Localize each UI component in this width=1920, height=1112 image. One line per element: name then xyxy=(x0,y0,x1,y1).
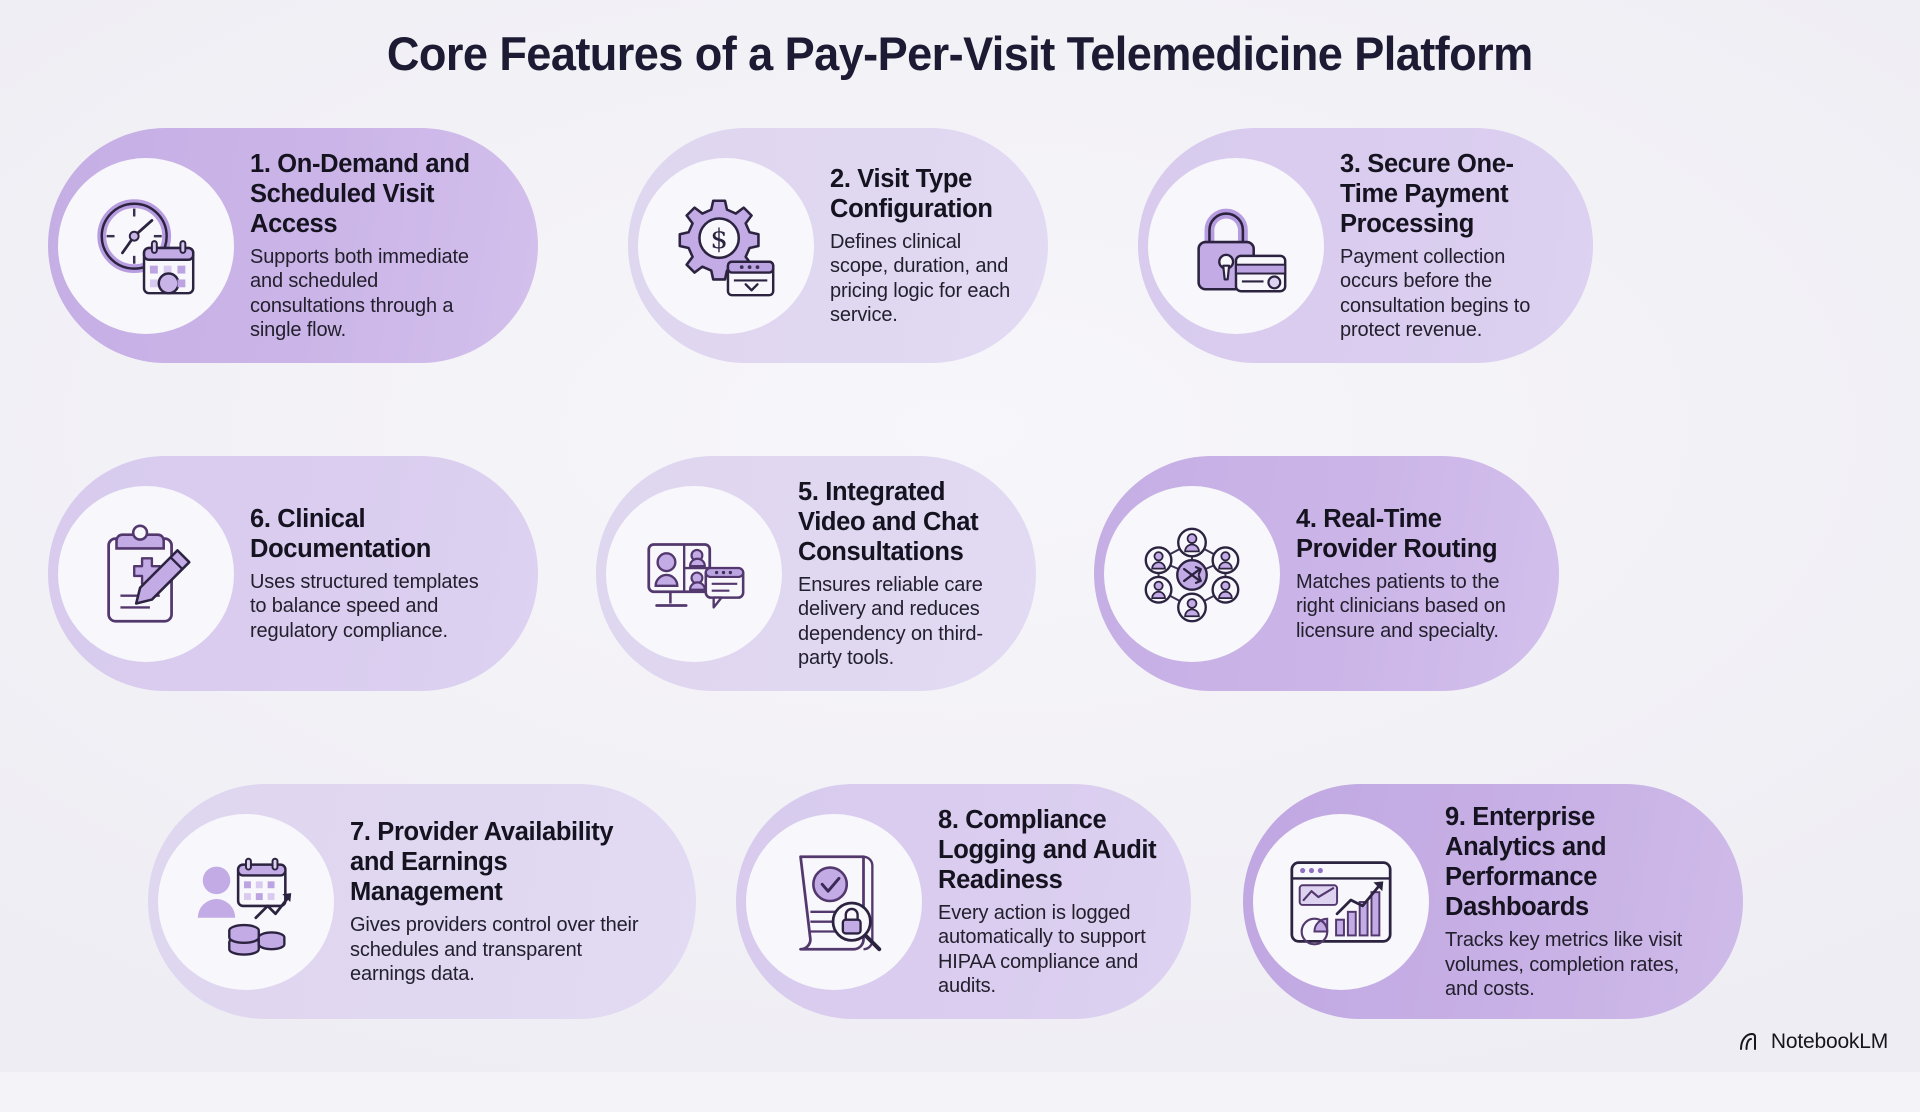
feature-grid: 1. On-Demand and Scheduled Visit Access … xyxy=(48,128,1872,1112)
feature-card-9-text: 9. Enterprise Analytics and Performance … xyxy=(1439,802,1734,1001)
feature-card-9-desc: Tracks key metrics like visit volumes, c… xyxy=(1445,929,1683,1000)
page-title-container: Core Features of a Pay-Per-Visit Telemed… xyxy=(0,26,1920,81)
audit-document-icon xyxy=(746,813,922,990)
feature-card-2-desc: Defines clinical scope, duration, and pr… xyxy=(830,231,1011,326)
feature-row-3: 7. Provider Availability and Earnings Ma… xyxy=(48,784,1872,1040)
feature-card-3-text: 3. Secure One-Time Payment Processing Pa… xyxy=(1334,149,1593,342)
feature-card-9-title: 9. Enterprise Analytics and Performance … xyxy=(1445,803,1607,922)
feature-card-6[interactable]: 6. Clinical Documentation Uses structure… xyxy=(48,456,538,691)
feature-card-3-title: 3. Secure One-Time Payment Processing xyxy=(1340,150,1514,239)
infographic-canvas: Core Features of a Pay-Per-Visit Telemed… xyxy=(0,0,1920,1072)
feature-card-6-desc: Uses structured templates to balance spe… xyxy=(250,571,479,642)
feature-card-4[interactable]: 4. Real-Time Provider Routing Matches pa… xyxy=(1094,456,1559,691)
feature-card-1[interactable]: 1. On-Demand and Scheduled Visit Access … xyxy=(48,128,538,363)
feature-card-4-text: 4. Real-Time Provider Routing Matches pa… xyxy=(1290,504,1558,643)
feature-card-3[interactable]: 3. Secure One-Time Payment Processing Pa… xyxy=(1138,128,1593,363)
feature-card-8-title: 8. Compliance Logging and Audit Readines… xyxy=(938,806,1157,895)
feature-card-7-title: 7. Provider Availability and Earnings Ma… xyxy=(350,818,614,907)
clipboard-pencil-icon xyxy=(58,485,234,662)
feature-card-6-text: 6. Clinical Documentation Uses structure… xyxy=(244,504,516,643)
video-chat-icon xyxy=(606,485,782,662)
feature-card-1-desc: Supports both immediate and scheduled co… xyxy=(250,246,469,341)
feature-card-5[interactable]: 5. Integrated Video and Chat Consultatio… xyxy=(596,456,1036,691)
gear-dollar-icon: $ xyxy=(638,157,814,334)
provider-earnings-icon xyxy=(158,813,334,990)
notebooklm-logo-icon xyxy=(1738,1030,1762,1054)
feature-card-3-desc: Payment collection occurs before the con… xyxy=(1340,246,1531,341)
svg-text:$: $ xyxy=(710,222,728,254)
feature-card-5-title: 5. Integrated Video and Chat Consultatio… xyxy=(798,478,979,567)
feature-card-2-text: 2. Visit Type Configuration Defines clin… xyxy=(824,164,1048,327)
feature-card-8-text: 8. Compliance Logging and Audit Readines… xyxy=(932,805,1191,998)
analytics-dashboard-icon xyxy=(1253,813,1429,990)
feature-card-2[interactable]: $ 2. Visit Type Configuration Defines cl… xyxy=(628,128,1048,363)
feature-card-7-text: 7. Provider Availability and Earnings Ma… xyxy=(344,817,674,986)
feature-card-8[interactable]: 8. Compliance Logging and Audit Readines… xyxy=(736,784,1191,1019)
page-title: Core Features of a Pay-Per-Visit Telemed… xyxy=(387,27,1533,80)
feature-card-2-title: 2. Visit Type Configuration xyxy=(830,165,993,224)
feature-card-7[interactable]: 7. Provider Availability and Earnings Ma… xyxy=(148,784,696,1019)
feature-card-1-text: 1. On-Demand and Scheduled Visit Access … xyxy=(244,149,514,342)
feature-card-4-title: 4. Real-Time Provider Routing xyxy=(1296,505,1498,564)
lock-credit-card-icon xyxy=(1148,157,1324,334)
feature-row-1: 1. On-Demand and Scheduled Visit Access … xyxy=(48,128,1872,384)
feature-card-4-desc: Matches patients to the right clinicians… xyxy=(1296,571,1506,642)
feature-card-1-title: 1. On-Demand and Scheduled Visit Access xyxy=(250,150,470,239)
feature-card-8-desc: Every action is logged automatically to … xyxy=(938,902,1146,997)
footer-branding: NotebookLM xyxy=(1738,1030,1888,1054)
feature-card-7-desc: Gives providers control over their sched… xyxy=(350,914,639,985)
feature-card-6-title: 6. Clinical Documentation xyxy=(250,505,432,564)
clock-calendar-icon xyxy=(58,157,234,334)
feature-card-5-desc: Ensures reliable care delivery and reduc… xyxy=(798,574,983,669)
provider-network-icon xyxy=(1104,485,1280,662)
feature-card-9[interactable]: 9. Enterprise Analytics and Performance … xyxy=(1243,784,1743,1019)
feature-card-5-text: 5. Integrated Video and Chat Consultatio… xyxy=(792,477,1036,670)
footer-brand-label: NotebookLM xyxy=(1770,1030,1888,1053)
feature-row-2: 6. Clinical Documentation Uses structure… xyxy=(48,456,1872,712)
